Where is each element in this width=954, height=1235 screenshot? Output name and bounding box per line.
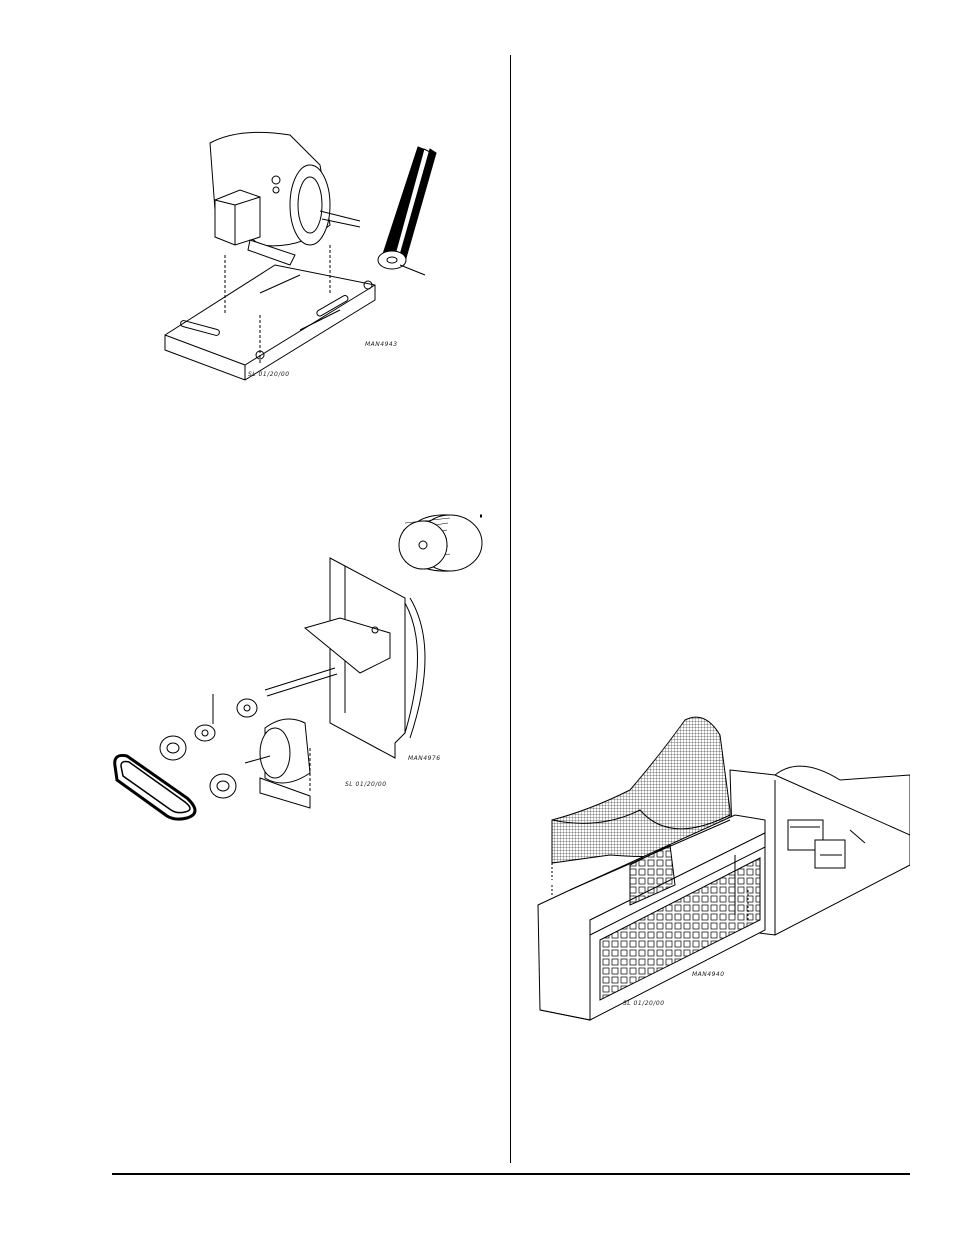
date-code-label: SL 01/20/00: [623, 1000, 665, 1007]
filter-rack-diagram: MAN4940 SL 01/20/00: [530, 715, 910, 1025]
motor-mount-diagram: MAN4943 SL 01/20/00: [160, 125, 450, 390]
blower-assembly-diagram: MAN4976 SL 01/20/00: [105, 498, 495, 823]
drawing-number-label: MAN4943: [365, 341, 398, 348]
date-code-label: SL 01/20/00: [248, 371, 290, 378]
footer-rule: [112, 1173, 910, 1175]
drawing-number-label: MAN4940: [692, 971, 725, 978]
drawing-number-label: MAN4976: [408, 755, 441, 762]
date-code-label: SL 01/20/00: [345, 781, 387, 788]
column-divider: [510, 55, 511, 1163]
